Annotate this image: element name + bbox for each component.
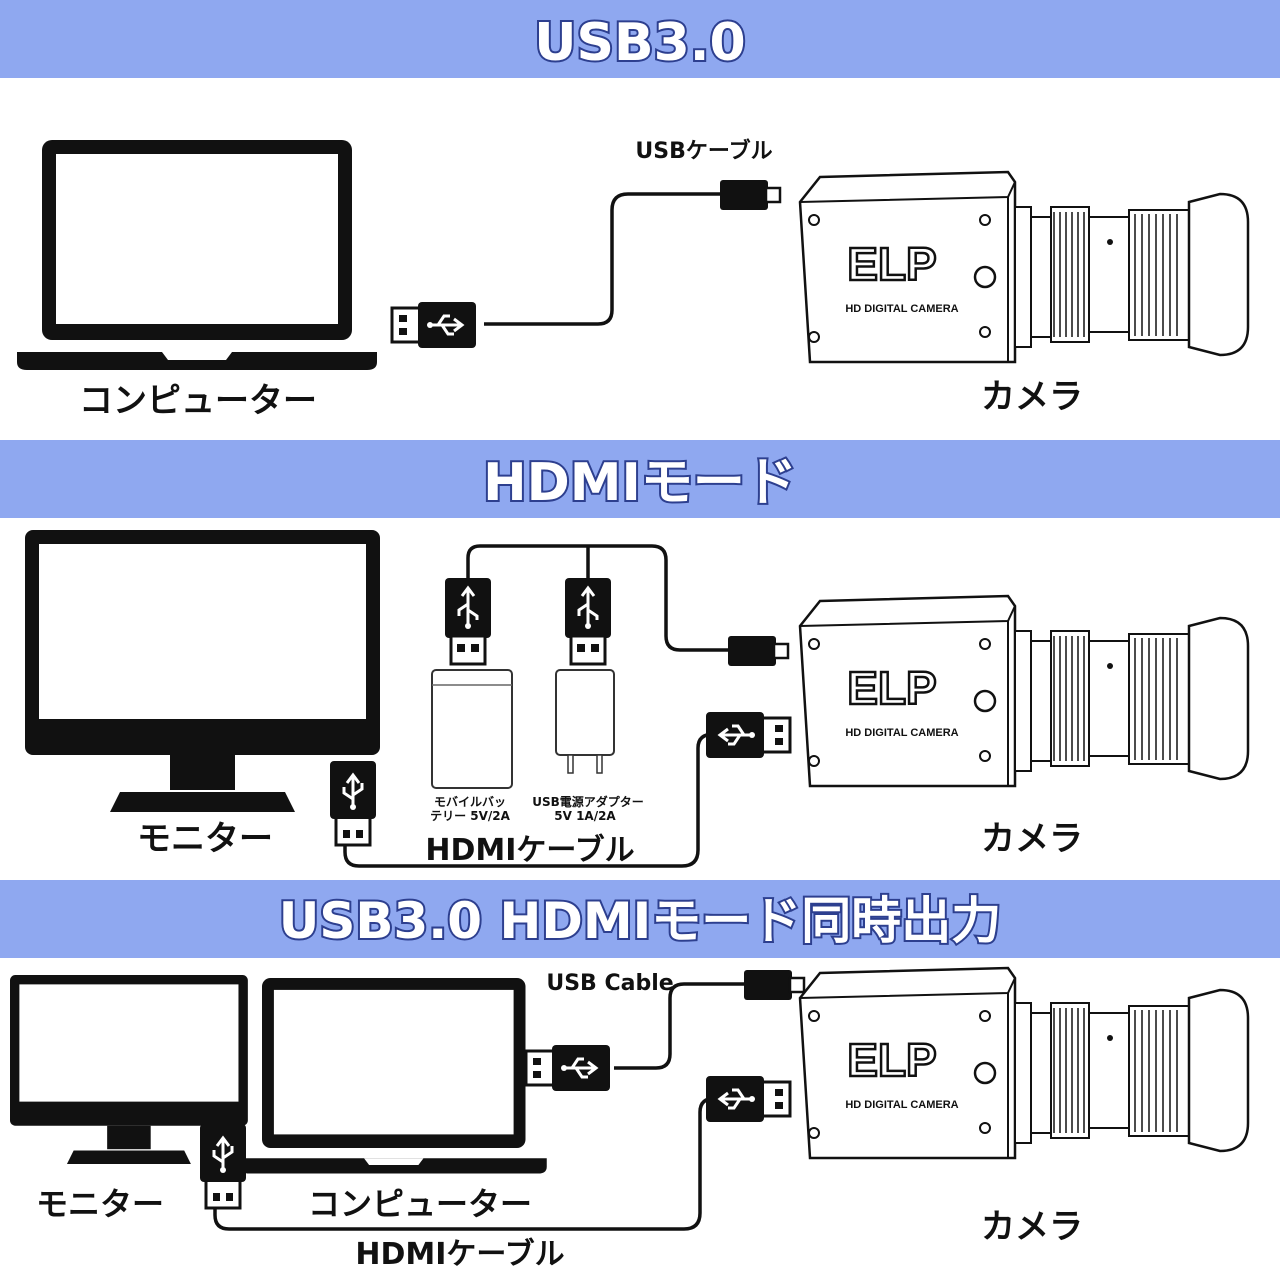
monitor-label: モニター <box>36 1185 164 1223</box>
hdmi-cable-label: HDMIケーブル <box>355 1237 564 1272</box>
usb-plug-icon <box>443 576 493 666</box>
usb-cable-label: USBケーブル <box>635 138 772 164</box>
usb-cable <box>484 192 720 326</box>
computer-label: コンピューター <box>79 381 317 421</box>
ac-adapter-icon <box>555 669 615 774</box>
monitor-label: モニター <box>137 819 273 859</box>
camera-model-text: HD DIGITAL CAMERA <box>845 727 958 739</box>
hdmi-section-title: HDMIモード <box>483 453 797 513</box>
hdmi-section-band <box>0 440 1280 518</box>
camera-usb-connector <box>742 968 806 1002</box>
power-cable <box>466 544 728 652</box>
battery-label-line1: モバイルバッ <box>434 795 506 809</box>
camera-usb-connector <box>718 178 782 212</box>
laptop-icon <box>240 978 547 1174</box>
usb-plug-icon <box>524 1043 612 1093</box>
usb-cable-label: USB Cable <box>546 971 673 996</box>
camera-label: カメラ <box>981 377 1083 417</box>
hdmi-cable-label: HDMIケーブル <box>425 833 634 868</box>
adapter-label-line1: USB電源アダプター <box>532 794 644 809</box>
camera-label: カメラ <box>981 819 1083 859</box>
usb-plug-icon <box>198 1122 248 1210</box>
camera-logo: ELP <box>847 662 936 714</box>
usb-section-title: USB3.0 <box>534 13 745 73</box>
laptop-icon <box>17 140 377 370</box>
usb-plug-icon <box>390 300 478 350</box>
battery-label-line2: テリー 5V/2A <box>430 809 511 823</box>
adapter-label-line2: 5V 1A/2A <box>554 809 616 823</box>
both-section-band <box>0 880 1280 958</box>
camera-model-text: HD DIGITAL CAMERA <box>845 303 958 315</box>
camera-icon: ELP HD DIGITAL CAMERA <box>798 966 1250 1160</box>
power-bank-icon <box>431 669 513 789</box>
usb-plug-icon <box>563 576 613 666</box>
both-section-title: USB3.0 HDMIモード同時出力 <box>279 892 1001 950</box>
hdmi-cable <box>343 732 730 868</box>
usb-cable <box>614 982 744 1070</box>
hdmi-plug-icon <box>704 710 792 760</box>
camera-logo: ELP <box>847 1034 936 1086</box>
monitor-icon <box>25 530 380 812</box>
hdmi-plug-icon <box>704 1074 792 1124</box>
usb-plug-icon <box>328 759 378 847</box>
camera-model-text: HD DIGITAL CAMERA <box>845 1099 958 1111</box>
camera-power-connector <box>726 634 790 668</box>
hdmi-cable <box>213 1096 730 1231</box>
usb-section-band <box>0 0 1280 78</box>
camera-label: カメラ <box>981 1207 1083 1247</box>
camera-logo: ELP <box>847 238 936 290</box>
camera-icon: ELP HD DIGITAL CAMERA <box>798 170 1250 364</box>
computer-label: コンピューター <box>308 1185 532 1223</box>
camera-icon: ELP HD DIGITAL CAMERA <box>798 594 1250 788</box>
